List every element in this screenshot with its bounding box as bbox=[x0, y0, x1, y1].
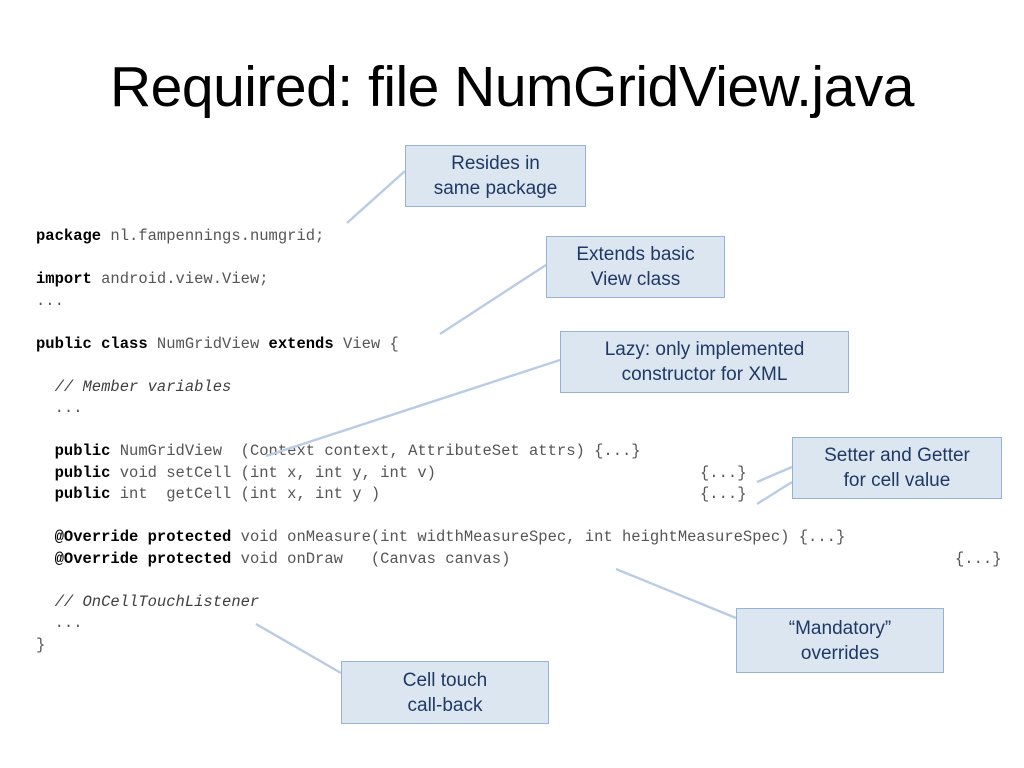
callout-resides-in-same-package: Resides in same package bbox=[405, 145, 586, 207]
code-line-comment-vars: // Member variables bbox=[36, 377, 1011, 399]
code-segment: nl.fampennings.numgrid; bbox=[101, 227, 325, 245]
code-body-placeholder: {...} bbox=[700, 463, 747, 482]
code-segment: @Override protected bbox=[54, 528, 232, 546]
code-line-class-decl: public class NumGridView extends View { bbox=[36, 334, 1011, 356]
code-line-blank-2 bbox=[36, 312, 1011, 334]
code-segment: } bbox=[36, 635, 46, 654]
callout-text-line: for cell value bbox=[843, 470, 951, 491]
code-line-ellipsis-3: ... bbox=[36, 613, 1011, 635]
callout-lazy-constructor-for-xml: Lazy: only implemented constructor for XM… bbox=[560, 331, 849, 393]
code-segment: ... bbox=[36, 614, 83, 632]
code-segment: public class bbox=[36, 334, 148, 353]
code-segment: int getCell (int x, int y ) bbox=[110, 485, 381, 503]
code-segment: import bbox=[36, 270, 92, 288]
code-line-ondraw: @Override protected void onDraw (Canvas … bbox=[36, 549, 1011, 571]
callout-text-line: Lazy: only implemented bbox=[604, 339, 805, 360]
code-segment: void setCell (int x, int y, int v) bbox=[110, 463, 436, 482]
code-body-placeholder: {...} bbox=[955, 549, 1002, 568]
callout-setter-and-getter-for-cell-value: Setter and Getter for cell value bbox=[792, 437, 1002, 499]
code-line-ellipsis-1: ... bbox=[36, 291, 1011, 313]
code-body-placeholder: {...} bbox=[700, 485, 747, 503]
callout-text-line: same package bbox=[433, 178, 558, 199]
code-segment: // OnCellTouchListener bbox=[36, 592, 260, 611]
code-segment: @Override protected bbox=[54, 549, 232, 568]
callout-text-line: View class bbox=[590, 269, 681, 290]
page-title: Required: file NumGridView.java bbox=[110, 55, 915, 119]
code-line-ellipsis-2: ... bbox=[36, 398, 1011, 420]
code-segment bbox=[36, 442, 55, 460]
code-segment: public bbox=[54, 442, 111, 460]
callout-text-line: Extends basic bbox=[576, 244, 695, 265]
code-line-setcell: public void setCell (int x, int y, int v… bbox=[36, 463, 1011, 485]
code-segment: android.view.View; bbox=[91, 270, 269, 288]
callout-text-line: call-back bbox=[407, 694, 483, 716]
code-segment bbox=[36, 464, 55, 482]
code-line-import: import android.view.View; bbox=[36, 269, 1011, 291]
code-line-blank-3 bbox=[36, 355, 1011, 377]
code-line-package: package nl.fampennings.numgrid; bbox=[36, 226, 1011, 248]
code-segment: extends bbox=[268, 334, 334, 353]
callout-cell-touch-call-back: Cell touch call-back bbox=[341, 661, 549, 724]
code-segment: View { bbox=[333, 334, 399, 353]
code-segment: NumGridView bbox=[147, 334, 269, 353]
code-segment: void onMeasure(int widthMeasureSpec, int… bbox=[231, 528, 846, 546]
code-segment: package bbox=[36, 227, 102, 245]
code-segment: public bbox=[54, 485, 111, 503]
code-line-getcell: public int getCell (int x, int y ) {...} bbox=[36, 484, 1011, 506]
code-segment bbox=[36, 528, 55, 546]
code-segment: ... bbox=[36, 291, 64, 310]
callout-text-line: constructor for XML bbox=[621, 364, 788, 385]
code-segment: public bbox=[54, 463, 111, 482]
code-segment: void onDraw (Canvas canvas) bbox=[231, 549, 511, 568]
code-line-close-brace: } bbox=[36, 635, 1011, 657]
connector-resides-in-same-package bbox=[346, 170, 406, 224]
code-line-blank-5 bbox=[36, 506, 1011, 528]
code-line-comment-touch: // OnCellTouchListener bbox=[36, 592, 1011, 614]
code-line-blank-1 bbox=[36, 248, 1011, 270]
code-segment: NumGridView (Context context, AttributeS… bbox=[110, 442, 641, 460]
callout-text-line: Resides in bbox=[451, 153, 540, 174]
callout-text-line: Setter and Getter bbox=[824, 445, 970, 466]
code-line-blank-6 bbox=[36, 570, 1011, 592]
callout-text-line: overrides bbox=[800, 642, 880, 664]
callout-text-line: “Mandatory” bbox=[788, 617, 892, 639]
code-segment bbox=[36, 485, 55, 503]
code-line-onmeasure: @Override protected void onMeasure(int w… bbox=[36, 527, 1011, 549]
code-listing: package nl.fampennings.numgrid; import an… bbox=[36, 226, 1011, 656]
code-segment: // Member variables bbox=[36, 377, 232, 396]
code-segment: ... bbox=[36, 399, 83, 417]
callout-text-line: Cell touch bbox=[402, 669, 488, 691]
code-segment bbox=[36, 550, 55, 568]
callout-mandatory-overrides: “Mandatory” overrides bbox=[736, 608, 944, 673]
